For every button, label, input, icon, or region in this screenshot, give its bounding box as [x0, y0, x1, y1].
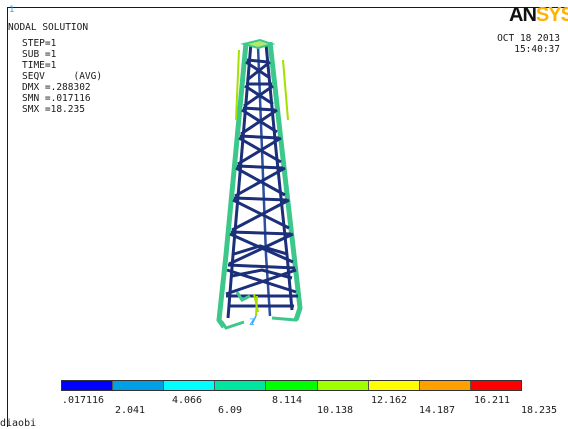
brace-5 [234, 164, 286, 198]
smn-label: SMN =.017116 [22, 93, 91, 104]
ansys-logo: ANSYS [509, 4, 568, 27]
highlight-member-2 [282, 59, 289, 121]
legend-label-9: 18.235 [520, 405, 558, 416]
triad-label-z: Z [249, 318, 255, 328]
brace-7 [228, 230, 294, 266]
brace-9 [226, 294, 298, 308]
legend-seg-5 [266, 381, 318, 390]
tower-leg-back [256, 45, 272, 317]
coordinate-triad [251, 295, 258, 325]
legend-seg-4 [215, 381, 267, 390]
smx-label: SMX =18.235 [22, 104, 85, 115]
result-type-label: SEQV (AVG) [22, 71, 103, 82]
highlight-member-1 [235, 49, 240, 121]
legend-seg-3 [164, 381, 216, 390]
timestamp-block: OCT 18 2013 15:40:37 [497, 33, 560, 55]
legend-seg-7 [368, 381, 420, 390]
tower-top-cap [240, 38, 276, 50]
legend-seg-8 [419, 381, 471, 390]
triad-axis-y [255, 295, 258, 317]
brace-1 [245, 58, 271, 82]
lower-member-3 [235, 291, 251, 302]
legend-seg-9 [470, 381, 521, 390]
logo-text-accent: SYS [535, 4, 568, 26]
tower-leg-left-outer [216, 42, 249, 329]
legend-label-4: 8.114 [271, 395, 303, 406]
legend-label-7: 14.187 [418, 405, 456, 416]
legend-label-3: 6.09 [217, 405, 243, 416]
legend-seg-1 [62, 381, 114, 390]
plot-date: OCT 18 2013 [497, 33, 560, 44]
contour-legend-bar [61, 380, 522, 391]
substep-label: SUB =1 [22, 49, 57, 60]
triad-axis-z [251, 315, 257, 325]
step-label: STEP=1 [22, 38, 57, 49]
dmx-label: DMX =.288302 [22, 82, 91, 93]
brace-10 [231, 244, 293, 280]
lower-member-1 [220, 320, 245, 330]
brace-2 [243, 82, 274, 108]
legend-label-0: .017116 [61, 395, 105, 406]
graphics-window-border [7, 7, 567, 427]
legend-seg-2 [113, 381, 165, 390]
window-number: 1 [9, 5, 15, 15]
tower-lower-members [220, 291, 302, 330]
plot-info-block: NODAL SOLUTION STEP=1 SUB =1 TIME=1 SEQV… [8, 22, 103, 115]
legend-label-6: 12.162 [370, 395, 408, 406]
brace-4 [237, 134, 282, 166]
model-name: diaobi [0, 418, 37, 429]
tower-model [216, 38, 303, 330]
legend-label-2: 4.066 [171, 395, 203, 406]
brace-3 [240, 106, 278, 136]
plot-title: NODAL SOLUTION [8, 22, 89, 33]
legend-label-5: 10.138 [316, 405, 354, 416]
logo-text-dark: AN [509, 4, 537, 26]
time-label: TIME=1 [22, 60, 57, 71]
lower-member-2 [271, 309, 302, 322]
brace-6 [231, 196, 290, 232]
legend-label-1: 2.041 [114, 405, 146, 416]
legend-seg-6 [317, 381, 369, 390]
legend-label-8: 16.211 [473, 395, 511, 406]
plot-time: 15:40:37 [514, 44, 560, 55]
